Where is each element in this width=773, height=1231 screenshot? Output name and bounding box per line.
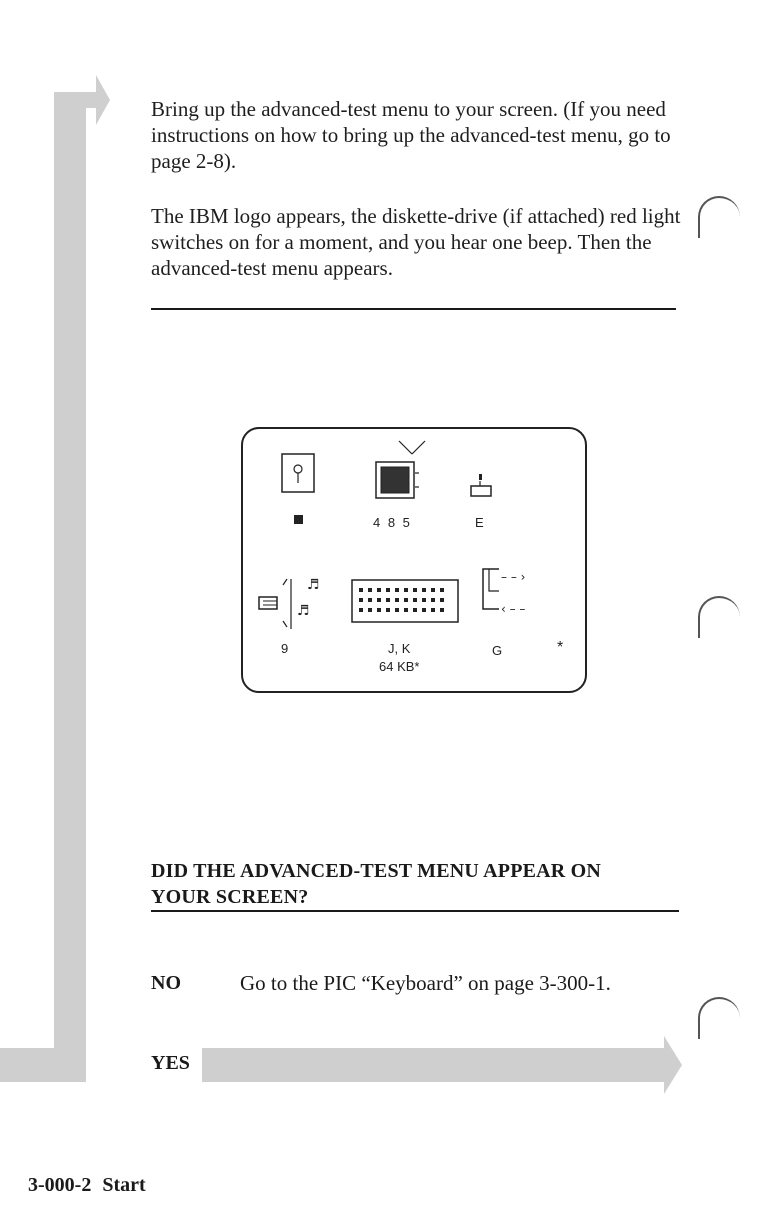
svg-text:♬: ♬: [307, 577, 320, 593]
question-line-2: YOUR SCREEN?: [151, 886, 309, 908]
display-sparkle-icon: [398, 440, 426, 455]
printer-letter: E: [475, 515, 484, 530]
intro-paragraph-1: Bring up the advanced-test menu to your …: [151, 97, 671, 173]
memory-letters: J, K: [388, 641, 411, 656]
speaker-digit: 9: [281, 641, 289, 656]
footer-section: Start: [102, 1174, 146, 1196]
system-unit-icon: [281, 453, 315, 493]
section-divider: [151, 308, 676, 310]
answer-yes-label: YES: [151, 1052, 190, 1074]
flow-arrow-vertical: [54, 92, 86, 1082]
page-footer: 3-000-2 Start: [28, 1174, 146, 1197]
communications-adapter-icon: – – › ‹ – –: [482, 568, 525, 613]
question-underline: [151, 910, 679, 912]
binder-tab-3: [698, 997, 740, 1039]
binder-tab-1: [698, 196, 740, 238]
advanced-test-menu-diagram: 4 8 5 E ♬ ♬ 9 J, K 64 KB* – – › ‹ – – G …: [241, 427, 587, 693]
memory-keyboard-icon: [351, 579, 459, 623]
memory-size: 64 KB*: [379, 659, 420, 674]
asterisk-mark: *: [557, 639, 564, 656]
question-line-1: DID THE ADVANCED-TEST MENU APPEAR ON: [151, 860, 602, 882]
printer-icon: [470, 474, 492, 497]
answer-no-label: NO: [151, 972, 181, 994]
indicator-square: [294, 515, 303, 524]
svg-text:– – ›: – – ›: [501, 570, 525, 584]
flow-arrow-yes-head: [202, 1036, 682, 1094]
speaker-icon: ♬ ♬: [258, 577, 320, 629]
flow-arrow-bottom-bar: [0, 1048, 86, 1082]
system-unit-digits: 4 8 5: [373, 515, 412, 530]
svg-text:♬: ♬: [297, 603, 310, 619]
footer-page-id: 3-000-2: [28, 1174, 92, 1196]
intro-paragraph-2: The IBM logo appears, the diskette-drive…: [151, 204, 681, 280]
display-monitor-icon: [375, 461, 419, 499]
binder-tab-2: [698, 596, 740, 638]
svg-text:‹ – –: ‹ – –: [501, 602, 525, 613]
communications-letter: G: [492, 643, 503, 658]
answer-no-text: Go to the PIC “Keyboard” on page 3-300-1…: [240, 971, 611, 995]
flow-arrow-top-head: [54, 75, 110, 135]
